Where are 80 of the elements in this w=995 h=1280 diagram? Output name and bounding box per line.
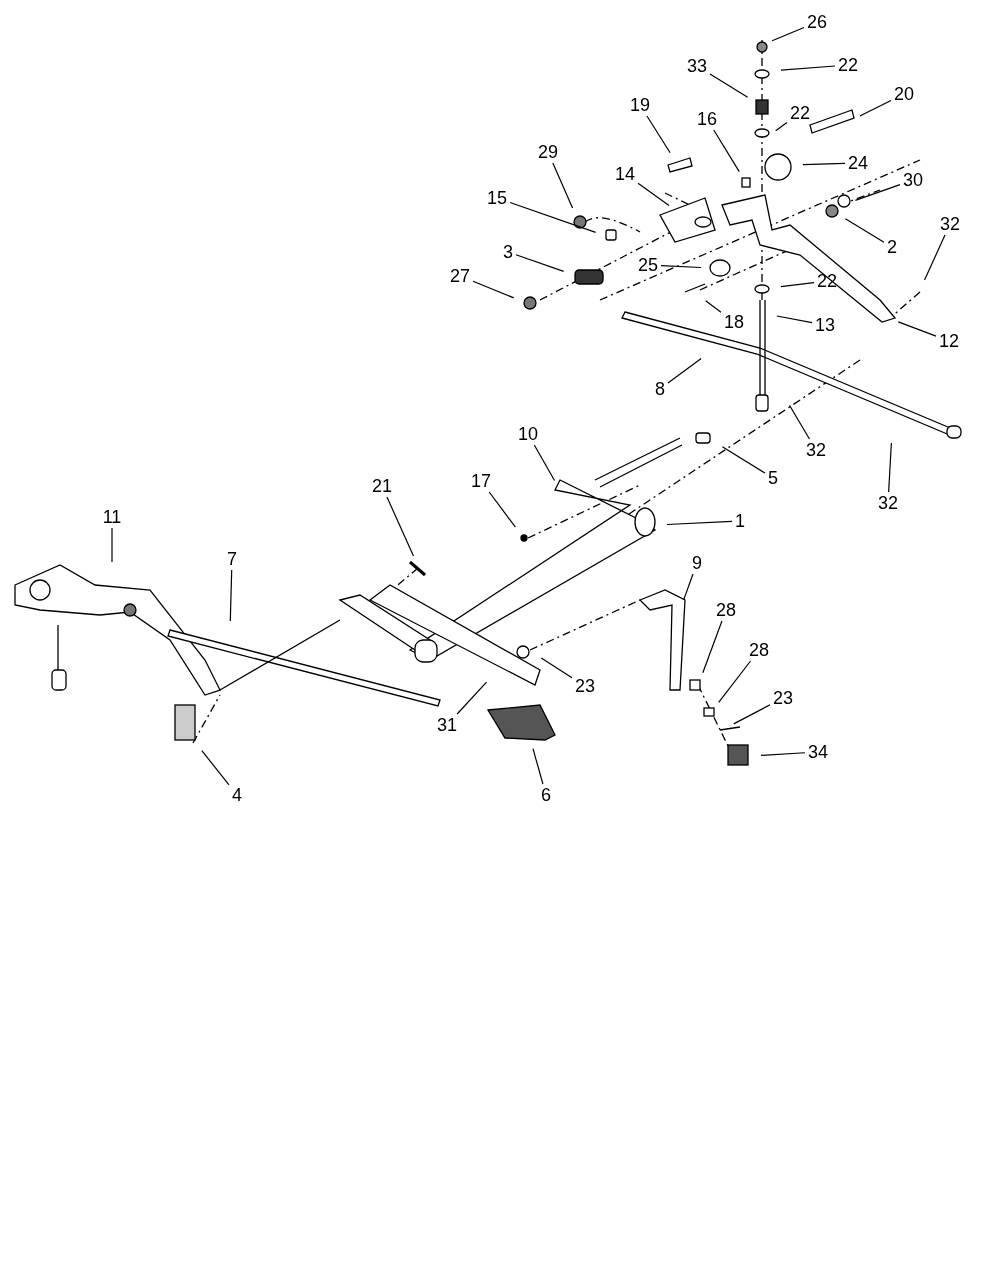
- leader-line: [532, 748, 544, 785]
- callout-number: 1: [734, 511, 746, 531]
- leader-line: [776, 315, 813, 324]
- callout-number: 26: [806, 12, 828, 32]
- leader-line: [844, 218, 885, 243]
- callout-number: 32: [805, 440, 827, 460]
- callout-number: 22: [837, 55, 859, 75]
- leader-line: [533, 444, 556, 482]
- callout-number: 8: [654, 379, 666, 399]
- callout-number: 10: [517, 424, 539, 444]
- callout-number: 18: [723, 312, 745, 332]
- callout-number: 12: [938, 331, 960, 351]
- leader-line: [705, 300, 722, 313]
- leader-line: [780, 65, 836, 71]
- callout-number: 27: [449, 266, 471, 286]
- leader-line: [721, 446, 766, 474]
- callout-number: 28: [748, 640, 770, 660]
- callout-number: 29: [537, 142, 559, 162]
- leader-line: [472, 280, 515, 299]
- callout-number: 25: [637, 255, 659, 275]
- leader-line: [760, 752, 806, 756]
- leader-line: [660, 265, 702, 269]
- callout-number: 3: [502, 242, 514, 262]
- callout-number: 23: [574, 676, 596, 696]
- callout-number: 22: [789, 103, 811, 123]
- leader-line: [718, 660, 752, 703]
- leader-line: [923, 234, 946, 281]
- leader-line: [540, 657, 573, 679]
- callout-number: 24: [847, 153, 869, 173]
- leader-line: [111, 527, 113, 563]
- callout-number: 9: [691, 553, 703, 573]
- leader-line: [888, 442, 892, 493]
- callout-number: 14: [614, 164, 636, 184]
- callout-number: 31: [436, 715, 458, 735]
- leader-line: [713, 129, 740, 173]
- leader-line: [666, 520, 733, 526]
- callout-number: 17: [470, 471, 492, 491]
- leader-line: [733, 704, 771, 725]
- callout-number: 28: [715, 600, 737, 620]
- callout-number: 23: [772, 688, 794, 708]
- leader-line: [775, 121, 788, 132]
- leader-line: [859, 99, 892, 117]
- leader-line: [802, 162, 846, 166]
- callout-number: 33: [686, 56, 708, 76]
- callout-number: 6: [540, 785, 552, 805]
- leader-line: [709, 73, 749, 98]
- callout-number: 4: [231, 785, 243, 805]
- leader-line: [780, 282, 815, 288]
- callout-number: 32: [877, 493, 899, 513]
- callout-number: 16: [696, 109, 718, 129]
- callout-number: 5: [767, 468, 779, 488]
- callout-number: 7: [226, 549, 238, 569]
- callout-number: 30: [902, 170, 924, 190]
- leader-line: [897, 321, 937, 337]
- leader-line: [683, 573, 694, 601]
- callout-number: 21: [371, 476, 393, 496]
- callout-number: 22: [816, 271, 838, 291]
- leader-line: [488, 491, 517, 528]
- leader-line: [515, 254, 565, 272]
- leader-line: [646, 115, 671, 154]
- callout-number: 15: [486, 188, 508, 208]
- callout-number: 19: [629, 95, 651, 115]
- leader-line: [854, 184, 901, 201]
- leader-line: [667, 357, 702, 384]
- callout-number: 2: [886, 237, 898, 257]
- callout-number: 32: [939, 214, 961, 234]
- leader-line: [386, 496, 415, 557]
- leader-line: [637, 182, 670, 207]
- leader-line: [201, 750, 230, 786]
- leader-line: [509, 201, 597, 233]
- leader-line: [702, 620, 723, 674]
- leader-line: [456, 681, 488, 715]
- leader-line: [552, 162, 574, 209]
- callout-number: 34: [807, 742, 829, 762]
- leader-line: [789, 404, 811, 440]
- callout-number: 20: [893, 84, 915, 104]
- callout-number: 13: [814, 315, 836, 335]
- leader-line: [771, 26, 805, 42]
- leader-line: [229, 569, 233, 622]
- callout-number: 11: [101, 507, 123, 527]
